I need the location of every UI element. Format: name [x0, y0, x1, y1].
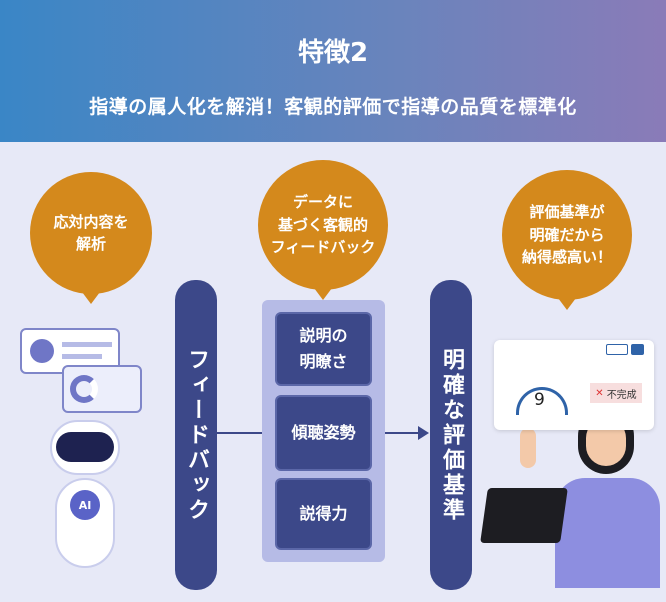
- ai-robot-icon: AI: [40, 420, 130, 590]
- ai-badge: AI: [70, 490, 100, 520]
- bubble-text: 基づく客観的: [277, 215, 368, 234]
- bubble-text: 明確だから: [529, 225, 605, 244]
- score-value: 9: [534, 390, 545, 410]
- bubble-text: 納得感高い！: [521, 248, 612, 267]
- criterion-text: 説得力: [299, 504, 348, 524]
- bubble-analysis: 応対内容を 解析: [30, 172, 152, 304]
- feedback-pillar: フィードバック: [175, 280, 217, 590]
- criterion-text: 明瞭さ: [299, 352, 348, 371]
- status-text: 不完成: [606, 389, 637, 401]
- report-card-icon: [62, 365, 142, 413]
- user-icon: [30, 339, 54, 363]
- criterion-clarity: 説明の 明瞭さ: [275, 312, 372, 386]
- bubble-text: データに: [292, 193, 353, 212]
- criterion-text: 傾聴姿勢: [291, 423, 356, 443]
- header: 特徴2 指導の属人化を解消！客観的評価で指導の品質を標準化: [0, 0, 666, 142]
- evaluation-dashboard: 9 ✕不完成: [494, 340, 654, 430]
- bubble-text: フィードバック: [270, 238, 376, 257]
- criterion-listening: 傾聴姿勢: [275, 395, 372, 471]
- bubble-text: 評価基準が: [529, 203, 605, 222]
- page-title: 特徴2: [297, 38, 369, 68]
- arrow-line: [385, 432, 421, 434]
- page-subtitle: 指導の属人化を解消！客観的評価で指導の品質を標準化: [89, 96, 577, 118]
- criteria-panel: 説明の 明瞭さ 傾聴姿勢 説得力: [262, 300, 385, 562]
- criterion-text: 説明の: [299, 326, 348, 346]
- criteria-pillar: 明確な評価基準: [430, 280, 472, 590]
- connector-line: [217, 432, 262, 434]
- x-icon: ✕: [595, 387, 604, 399]
- criterion-persuasiveness: 説得力: [275, 478, 372, 550]
- bubble-criteria: 評価基準が 明確だから 納得感高い！: [502, 170, 632, 310]
- laptop-icon: [480, 488, 568, 543]
- status-badge: ✕不完成: [590, 383, 642, 403]
- bubble-feedback: データに 基づく客観的 フィードバック: [258, 160, 388, 300]
- arrow-head-icon: [418, 426, 429, 440]
- bubble-text: 応対内容を: [53, 212, 129, 231]
- bubble-text: 解析: [75, 235, 106, 253]
